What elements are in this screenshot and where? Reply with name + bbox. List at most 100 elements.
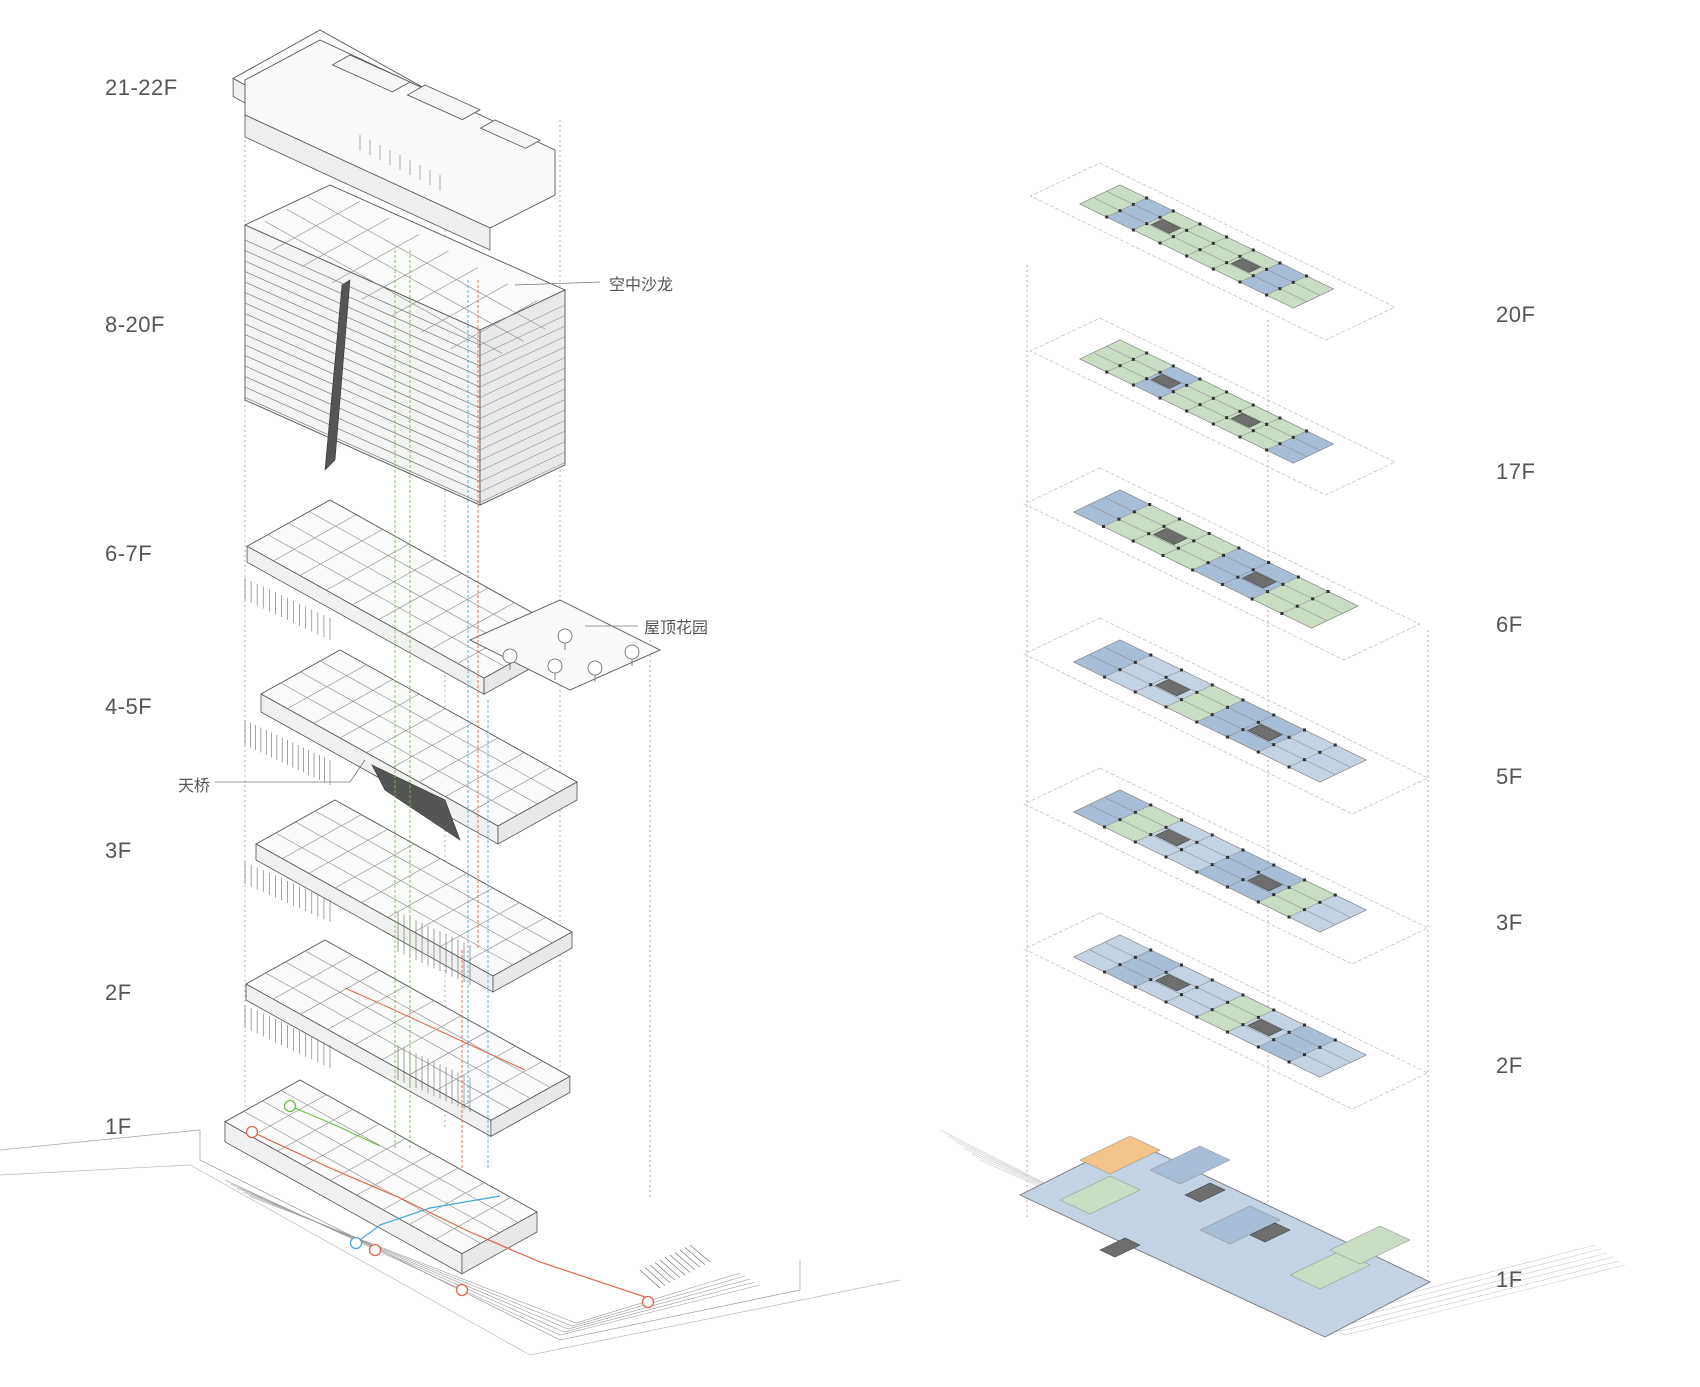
tower-slot bbox=[324, 279, 351, 471]
plan-5F-column bbox=[1210, 713, 1214, 717]
plan-3F-column bbox=[1149, 803, 1153, 807]
plan-20F-column bbox=[1131, 202, 1135, 206]
tower-floor-line bbox=[479, 346, 566, 388]
plan-2F-column bbox=[1149, 948, 1153, 952]
rooms-2F bbox=[305, 950, 551, 1088]
right-floor-label: 20F bbox=[1496, 302, 1536, 327]
plan-2F-core bbox=[1154, 974, 1191, 992]
tower-floor-line bbox=[244, 365, 481, 472]
plan-5F-column bbox=[1272, 743, 1276, 747]
route-red-1F bbox=[251, 1131, 649, 1299]
plan-5F-frame bbox=[1023, 617, 1429, 815]
plan-2F-column bbox=[1118, 963, 1122, 967]
left-floor-label: 2F bbox=[105, 980, 132, 1005]
plan-20F-column bbox=[1171, 235, 1175, 239]
entrance-stair bbox=[664, 1257, 686, 1276]
plan-2F-column bbox=[1164, 970, 1168, 974]
plan-2F-column bbox=[1133, 985, 1137, 989]
plan-17F-column bbox=[1305, 429, 1309, 433]
route-entry-marker bbox=[245, 1125, 259, 1139]
plan-20F-column bbox=[1305, 274, 1309, 278]
plan-1F-zone bbox=[1289, 1250, 1371, 1290]
tower-floor-line bbox=[479, 367, 566, 409]
plan-3F-frame bbox=[1023, 767, 1429, 965]
plan-17F-column bbox=[1265, 448, 1269, 452]
tower-floor-line bbox=[479, 409, 566, 451]
tower-floor-line bbox=[479, 399, 566, 440]
plan-2F-column bbox=[1195, 1015, 1199, 1019]
plan-20F-column bbox=[1238, 280, 1242, 284]
entrance-stair bbox=[639, 1269, 661, 1289]
left-floor-label: 1F bbox=[105, 1114, 132, 1139]
tower-floor-line bbox=[244, 355, 481, 461]
plan-3F-column bbox=[1302, 908, 1306, 912]
plan-20F-column bbox=[1278, 287, 1282, 291]
entrance-stair bbox=[674, 1252, 696, 1271]
plan-5F-column bbox=[1118, 668, 1122, 672]
plan-17F-column bbox=[1131, 357, 1135, 361]
plan-17F-column bbox=[1105, 370, 1109, 374]
plan-6F-column bbox=[1280, 612, 1284, 615]
plan-20F-column bbox=[1158, 215, 1162, 219]
slab-1F-face bbox=[461, 1211, 538, 1275]
plan-5F-column bbox=[1287, 735, 1291, 739]
plan-20F-column bbox=[1225, 235, 1229, 239]
plan-3F-column bbox=[1195, 870, 1199, 874]
plan-3F-column bbox=[1303, 878, 1306, 882]
route-entry-marker bbox=[368, 1243, 382, 1257]
plan-5F-column bbox=[1241, 728, 1245, 732]
tree-canopy bbox=[502, 648, 518, 664]
tower-floor-line bbox=[244, 292, 481, 398]
plan-3F-column bbox=[1256, 900, 1260, 904]
right-plan-stack bbox=[939, 162, 1626, 1338]
plan-17F-column bbox=[1171, 364, 1175, 368]
plan-2F-column bbox=[1241, 1023, 1245, 1027]
plan-6F-core bbox=[1241, 571, 1277, 589]
floor-2F bbox=[244, 939, 571, 1138]
plan-20F bbox=[1029, 162, 1396, 341]
plan-6F-column bbox=[1295, 604, 1299, 608]
plan-17F-column bbox=[1225, 390, 1229, 394]
plan-5F-column bbox=[1333, 743, 1337, 747]
plan-5F-core bbox=[1154, 679, 1191, 697]
plan-2F-column bbox=[1133, 955, 1137, 959]
plan-2F-column bbox=[1195, 985, 1199, 989]
callout-sky-salon: 空中沙龙 bbox=[609, 275, 674, 294]
plan-17F-column bbox=[1278, 416, 1282, 420]
plan-6F-core bbox=[1152, 528, 1188, 545]
left-floor-label: 4-5F bbox=[105, 694, 153, 719]
plan-3F-column bbox=[1226, 855, 1230, 859]
plan-3F-column bbox=[1226, 885, 1230, 889]
tower-roof-grid bbox=[286, 208, 524, 342]
plan-5F-column bbox=[1210, 683, 1214, 687]
rooms-4-5F bbox=[320, 660, 558, 794]
plan-17F-column bbox=[1291, 435, 1295, 439]
plan-1F-core bbox=[1184, 1182, 1226, 1203]
plan-2F-column bbox=[1179, 993, 1183, 997]
plan-20F-column bbox=[1238, 254, 1242, 258]
slab-4-5F-face bbox=[497, 781, 578, 845]
plan-5F-column bbox=[1164, 675, 1168, 679]
left-axonometric bbox=[0, 29, 901, 1356]
plan-6F-column bbox=[1207, 532, 1211, 535]
tree-canopy bbox=[624, 644, 640, 660]
tower-floor-line bbox=[479, 451, 566, 493]
plan-6F-column bbox=[1102, 525, 1106, 528]
plan-2F-column bbox=[1302, 1053, 1306, 1057]
rooms-3F bbox=[295, 821, 533, 955]
route-entry-marker bbox=[641, 1295, 655, 1309]
plan-3F-column bbox=[1164, 825, 1168, 829]
route-entry-marker bbox=[349, 1236, 363, 1250]
entrance-stair bbox=[649, 1264, 671, 1284]
rooftop-plant-box bbox=[406, 84, 481, 121]
plan-1F-core bbox=[1249, 1222, 1291, 1243]
plan-2F-column bbox=[1210, 1008, 1214, 1012]
plan-20F-column bbox=[1211, 241, 1215, 245]
plan-2F-column bbox=[1164, 1000, 1168, 1004]
plan-20F-column bbox=[1198, 222, 1202, 226]
plan-5F-column bbox=[1195, 690, 1199, 694]
plan-5F-column bbox=[1133, 690, 1137, 694]
plan-6F-column bbox=[1176, 546, 1180, 550]
plan-3F-zone bbox=[1288, 909, 1336, 933]
plan-17F-column bbox=[1238, 435, 1242, 439]
